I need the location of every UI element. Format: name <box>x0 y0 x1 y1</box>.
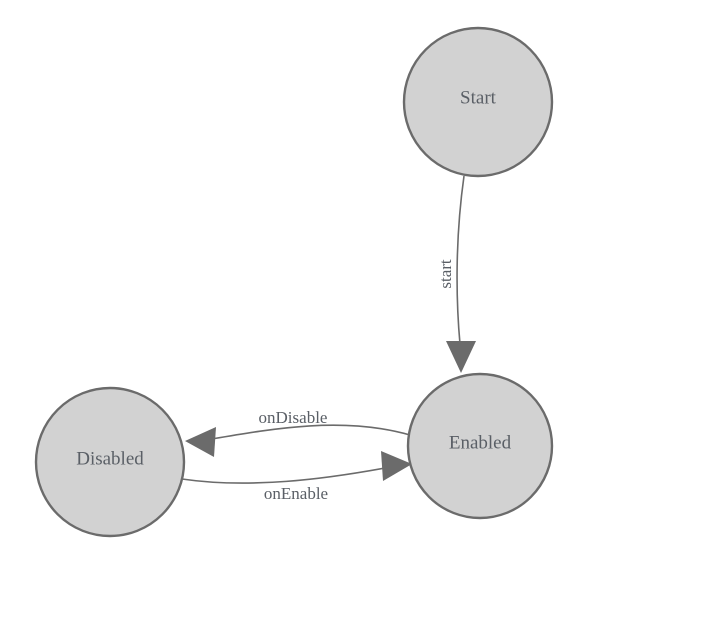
node-disabled-circle <box>34 386 186 538</box>
node-start-circle <box>402 26 554 178</box>
node-enabled[interactable]: Enabled <box>406 372 554 520</box>
edge-disabled-to-enabled-path <box>181 467 386 484</box>
edge-label-start: start <box>436 259 455 289</box>
node-enabled-circle <box>406 372 554 520</box>
node-enabled-label: Enabled <box>449 432 512 453</box>
node-start[interactable]: Start <box>402 26 554 178</box>
node-disabled[interactable]: Disabled <box>34 386 186 538</box>
node-disabled-label: Disabled <box>76 448 144 469</box>
edge-enabled-to-disabled[interactable]: onDisable <box>185 408 411 457</box>
edge-enabled-to-disabled-path <box>199 424 411 442</box>
edge-enabled-to-disabled-arrowhead <box>185 427 216 457</box>
edge-disabled-to-enabled[interactable]: onEnable <box>181 451 412 503</box>
edge-disabled-to-enabled-arrowhead <box>381 451 412 481</box>
edge-label-onenable: onEnable <box>264 484 328 503</box>
edge-start-to-enabled-path <box>456 175 465 345</box>
edge-label-ondisable: onDisable <box>259 408 328 427</box>
edge-start-to-enabled[interactable]: start <box>436 175 476 373</box>
edge-start-to-enabled-arrowhead <box>446 341 476 373</box>
node-start-label: Start <box>460 87 497 108</box>
